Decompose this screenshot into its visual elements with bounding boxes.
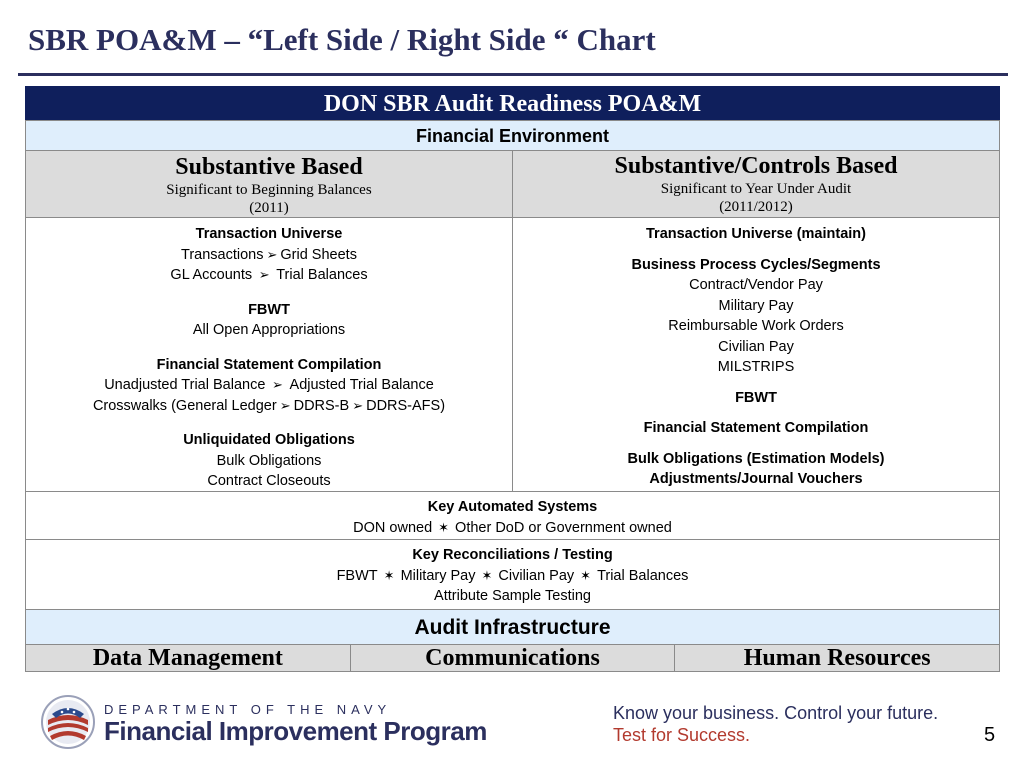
contract-vendor-pay: Contract/Vendor Pay	[689, 277, 823, 293]
left-header-years: (2011)	[249, 200, 289, 216]
right-military-pay: Military Pay	[718, 297, 794, 314]
other-owned-text: Other DoD or Government owned	[455, 519, 672, 536]
trial-balance-line: Unadjusted Trial Balance ➢ Adjusted Tria…	[26, 375, 512, 396]
rec-item: Military Pay	[400, 567, 476, 584]
key-systems-title: Key Automated Systems	[427, 499, 598, 515]
left-header-title: Substantive Based	[175, 154, 363, 180]
unadjusted-tb-text: Unadjusted Trial Balance	[104, 377, 266, 393]
infra-human-resources: Human Resources	[674, 645, 999, 671]
six-point-star-icon: ✶	[580, 567, 592, 583]
rec-item: Civilian Pay	[498, 567, 575, 584]
don-owned-text: DON owned	[353, 519, 433, 536]
left-header-subtitle: Significant to Beginning Balances	[166, 182, 372, 198]
infra-data-management: Data Management	[92, 645, 283, 671]
arrowhead-icon: ➢	[266, 246, 278, 262]
all-open-appropriations: All Open Appropriations	[192, 322, 346, 338]
program-name: Financial Improvement Program	[104, 716, 487, 746]
audit-infrastructure-row: Audit Infrastructure	[25, 610, 1000, 645]
right-fbwt: FBWT	[735, 389, 777, 406]
six-point-star-icon: ✶	[481, 567, 493, 583]
crosswalks-line: Crosswalks (General Ledger➢DDRS-B➢DDRS-A…	[26, 396, 512, 417]
header-row: Substantive Based Significant to Beginni…	[25, 151, 1000, 218]
transactions-text: Transactions	[181, 246, 264, 263]
left-header-cell: Substantive Based Significant to Beginni…	[26, 151, 512, 217]
left-transaction-universe: Transaction Universe	[195, 226, 343, 242]
rec-item: FBWT	[336, 567, 378, 584]
reimbursable-work-orders: Reimbursable Work Orders	[668, 318, 844, 334]
milstrips: MILSTRIPS	[717, 359, 795, 375]
key-systems-row: Key Automated Systems DON owned ✶ Other Do…	[25, 492, 1000, 540]
left-bulk-obligations: Bulk Obligations	[216, 452, 322, 469]
contract-closeouts: Contract Closeouts	[207, 473, 331, 489]
rec-item: Trial Balances	[597, 567, 689, 584]
gl-accounts-line: GL Accounts ➢ Trial Balances	[26, 265, 512, 286]
right-header-subtitle: Significant to Year Under Audit	[660, 181, 852, 197]
tagline-2: Test for Success.	[613, 725, 751, 745]
infra-communications: Communications	[349, 645, 675, 671]
arrowhead-icon: ➢	[255, 267, 274, 282]
right-transaction-universe: Transaction Universe (maintain)	[646, 226, 866, 242]
infrastructure-row: Data Management Communications Human Res…	[25, 645, 1000, 672]
title-divider	[18, 73, 1008, 76]
right-header-years: (2011/2012)	[719, 199, 793, 215]
slide-title: SBR POA&M – “Left Side / Right Side “ Ch…	[28, 22, 656, 57]
body-row: Transaction Universe Transactions➢Grid S…	[25, 218, 1000, 492]
navy-fip-logo	[41, 695, 95, 749]
tagline-1: Know your business. Control your future.	[613, 703, 939, 723]
left-body-cell: Transaction Universe Transactions➢Grid S…	[26, 218, 512, 491]
trial-balances-text: Trial Balances	[276, 267, 368, 283]
transactions-line: Transactions➢Grid Sheets	[26, 245, 512, 266]
arrowhead-icon: ➢	[352, 397, 364, 413]
left-ulo: Unliquidated Obligations	[183, 432, 355, 448]
table-banner: DON SBR Audit Readiness POA&M	[25, 86, 1000, 120]
page-number: 5	[984, 724, 996, 746]
key-systems-line: DON owned ✶ Other DoD or Government owned	[26, 518, 999, 539]
gl-accounts-text: GL Accounts	[170, 267, 253, 283]
six-point-star-icon: ✶	[438, 519, 450, 535]
ddrs-b-text: DDRS-B	[293, 397, 350, 414]
right-header-cell: Substantive/Controls Based Significant t…	[512, 151, 999, 217]
department-name: DEPARTMENT OF THE NAVY	[104, 702, 392, 717]
right-civilian-pay: Civilian Pay	[718, 338, 794, 355]
adjustments-journal-vouchers: Adjustments/Journal Vouchers	[649, 471, 863, 487]
six-point-star-icon: ✶	[383, 567, 395, 583]
reconciliations-line: FBWT ✶ Military Pay ✶ Civilian Pay ✶ Trial Bal…	[26, 566, 999, 587]
left-fbwt: FBWT	[248, 301, 290, 318]
business-process-cycles: Business Process Cycles/Segments	[631, 256, 881, 273]
left-fs-compilation: Financial Statement Compilation	[156, 356, 382, 373]
right-bulk-obligations: Bulk Obligations (Estimation Models)	[627, 450, 885, 467]
financial-environment-row: Financial Environment	[25, 120, 1000, 151]
key-reconciliations-title: Key Reconciliations / Testing	[412, 547, 613, 563]
ddrs-afs-text: DDRS-AFS)	[366, 397, 446, 414]
key-reconciliations-row: Key Reconciliations / Testing FBWT ✶ Milit…	[25, 540, 1000, 610]
arrowhead-icon: ➢	[268, 377, 287, 392]
right-header-title: Substantive/Controls Based	[614, 153, 898, 179]
arrowhead-icon: ➢	[279, 397, 291, 413]
right-body-cell: Transaction Universe (maintain) Business…	[512, 218, 999, 491]
right-fs-compilation: Financial Statement Compilation	[643, 420, 869, 436]
crosswalks-text: Crosswalks (General Ledger	[92, 397, 277, 414]
adjusted-tb-text: Adjusted Trial Balance	[289, 377, 434, 393]
attribute-sample-testing: Attribute Sample Testing	[434, 588, 591, 604]
grid-sheets-text: Grid Sheets	[280, 246, 357, 263]
